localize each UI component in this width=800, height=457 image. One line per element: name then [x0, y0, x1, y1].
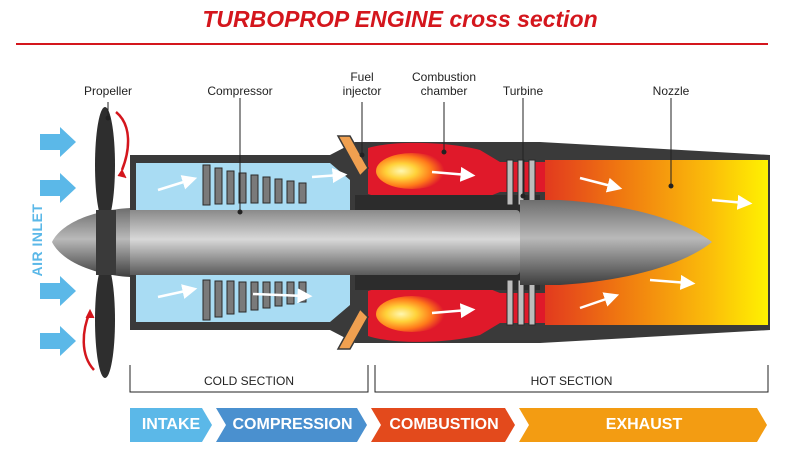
- fuel-injector-bottom: [336, 307, 369, 350]
- injector-label: injector: [342, 84, 382, 98]
- title-underline: [16, 43, 768, 45]
- air-inlet-label: AIR INLET: [29, 203, 45, 277]
- spinner: [52, 208, 130, 277]
- hot-section-label: HOT SECTION: [530, 374, 613, 388]
- fuel-injector-top: [336, 135, 369, 178]
- cold-section-bracket: [129, 365, 369, 393]
- cold-section-label: COLD SECTION: [203, 374, 294, 388]
- stage-intake-shape: [130, 408, 212, 442]
- main-shaft: [120, 210, 520, 275]
- flow-arrows: [157, 166, 753, 319]
- flame-bottom: [376, 296, 448, 332]
- flame-top: [376, 153, 448, 189]
- page-title: TURBOPROP ENGINE cross section: [202, 6, 598, 32]
- nozzle-label: Nozzle: [652, 84, 690, 98]
- exhaust-cone: [520, 200, 712, 285]
- fuel-label: Fuel: [350, 70, 374, 84]
- propeller-label: Propeller: [83, 84, 133, 98]
- chamber-label: chamber: [420, 84, 468, 98]
- leader-lines: [105, 98, 674, 215]
- stage-compression-shape: [216, 408, 367, 442]
- stage-intake-label: INTAKE: [141, 416, 201, 433]
- stage-exhaust-shape: [519, 408, 767, 442]
- rotation-arrow-top: [115, 111, 130, 171]
- stage-combustion-label: COMBUSTION: [389, 416, 499, 433]
- hot-section-bracket: [374, 365, 769, 393]
- stage-compression-label: COMPRESSION: [232, 416, 353, 433]
- turbine-blades: [506, 159, 536, 326]
- rotation-arrow-bottom: [82, 311, 95, 371]
- combustion-label: Combustion: [411, 70, 477, 84]
- stage-combustion-shape: [371, 408, 515, 442]
- compressor-label: Compressor: [207, 84, 273, 98]
- propeller-blades: [95, 107, 116, 378]
- stage-exhaust-label: EXHAUST: [605, 416, 683, 433]
- turbine-label: Turbine: [502, 84, 544, 98]
- air-inlet-arrows: [40, 127, 76, 356]
